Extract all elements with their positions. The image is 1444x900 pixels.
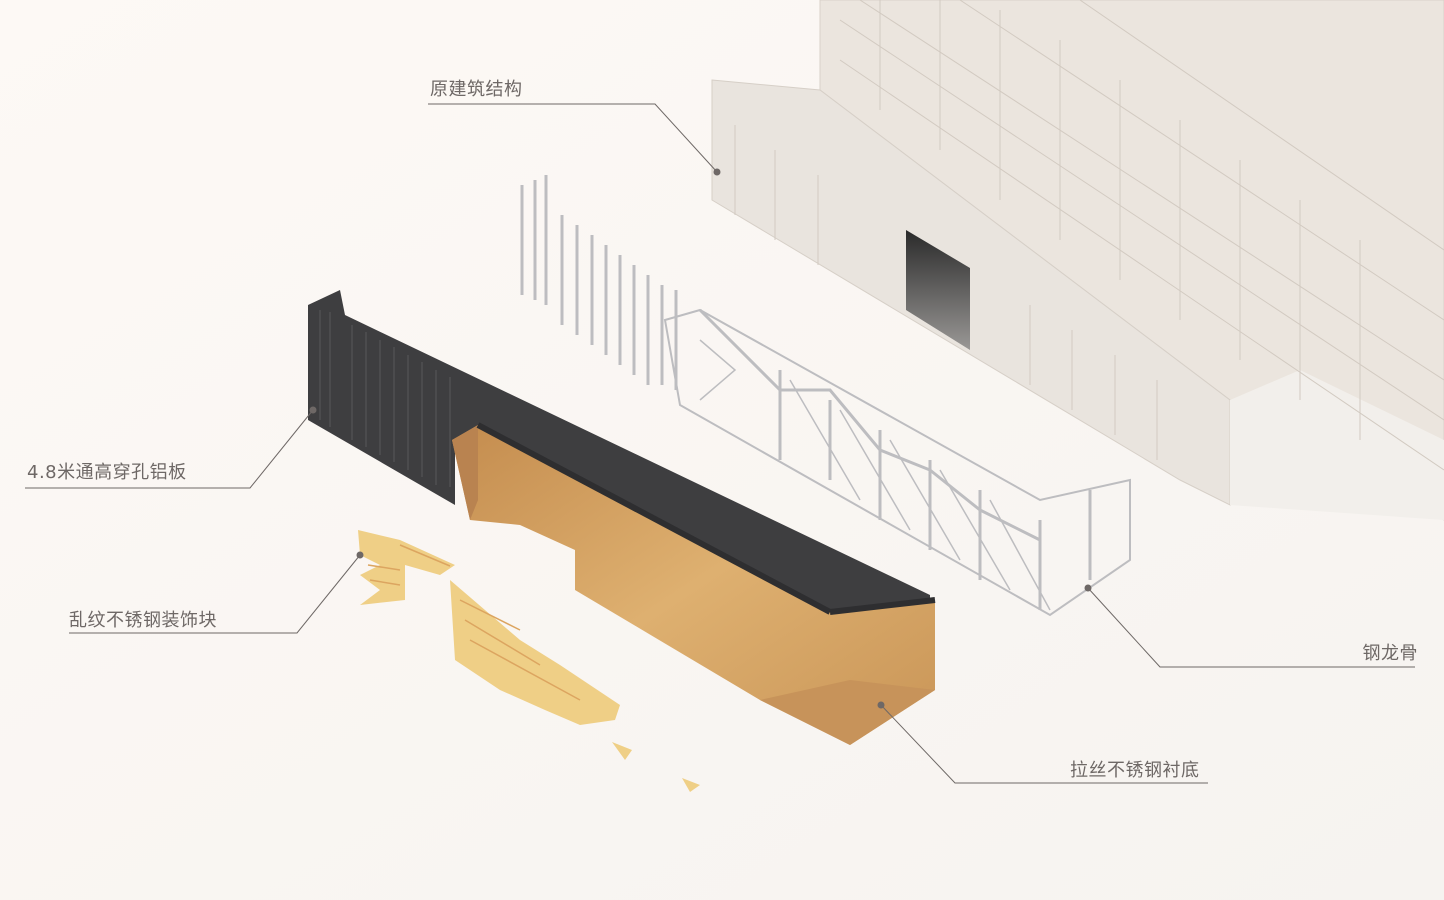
decorative-stainless-blocks [358, 530, 700, 792]
label-decorative-blocks: 乱纹不锈钢装饰块 [69, 610, 217, 631]
doorway [906, 230, 970, 350]
leader-original-structure [428, 103, 718, 173]
label-original-structure: 原建筑结构 [430, 79, 523, 100]
original-building-structure [711, 0, 1444, 521]
label-perforated-panel: 4.8米通高穿孔铝板 [27, 462, 187, 483]
leader-lines [25, 103, 1415, 784]
leader-perforated-panel [25, 409, 314, 489]
leader-brushed-base [880, 704, 1208, 784]
leader-steel-keel [1087, 587, 1415, 668]
label-brushed-base: 拉丝不锈钢衬底 [1070, 760, 1200, 781]
steel-keel-frame [520, 175, 1131, 617]
leader-dots [309, 168, 1092, 709]
label-steel-keel: 钢龙骨 [1362, 643, 1418, 664]
brushed-stainless-base [452, 422, 936, 745]
leader-decorative-blocks [69, 554, 361, 634]
perforated-aluminum-panel [308, 290, 930, 640]
